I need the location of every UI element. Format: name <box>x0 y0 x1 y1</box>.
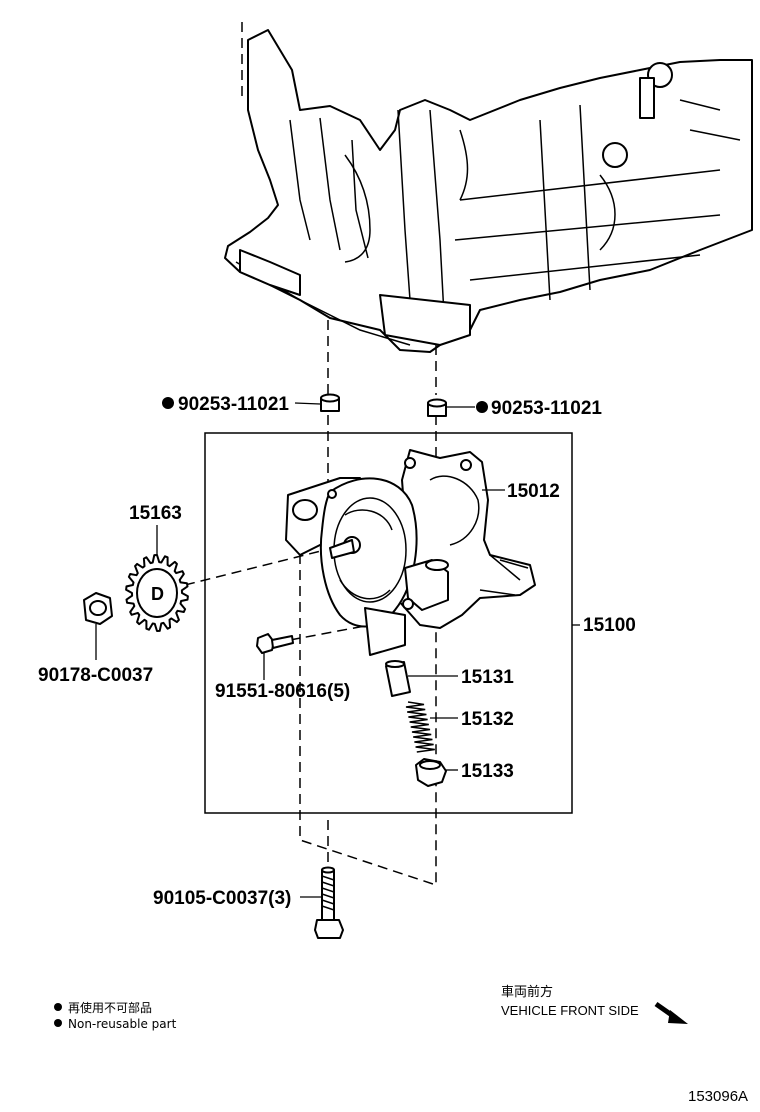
legend-label-jp: 再使用不可部品 <box>68 1000 152 1015</box>
part-label-15100: 15100 <box>583 615 636 636</box>
long-bolt-illustration <box>314 866 344 939</box>
diagram-code: 153096A <box>688 1088 748 1105</box>
non-reusable-marker-2 <box>476 401 488 413</box>
part-label-15133: 15133 <box>461 761 514 782</box>
assembly-box <box>204 432 573 814</box>
relief-valve-illustration <box>385 660 447 787</box>
flange-nut-illustration <box>83 592 113 625</box>
legend-bullet-icon <box>54 1019 62 1027</box>
direction-arrowhead-icon <box>668 1010 688 1024</box>
part-label-90178: 90178-C0037 <box>38 665 153 686</box>
small-bolt-illustration <box>256 633 294 654</box>
sprocket-gear-illustration: D <box>125 554 189 632</box>
dowel-pin-left <box>320 393 340 412</box>
part-label-15132: 15132 <box>461 709 514 730</box>
part-label-15163: 15163 <box>129 503 182 524</box>
part-label-90105: 90105-C0037(3) <box>153 888 291 909</box>
dowel-pin-right <box>427 398 447 417</box>
leader-lines <box>95 402 580 898</box>
direction-label-en: VEHICLE FRONT SIDE <box>501 1003 639 1018</box>
oil-pump-assembly-illustration <box>285 449 536 656</box>
part-label-15131: 15131 <box>461 667 514 688</box>
legend-label-en: Non-reusable part <box>68 1017 177 1031</box>
direction-indicator: 車両前方 VEHICLE FRONT SIDE <box>501 984 688 1024</box>
direction-label-jp: 車両前方 <box>501 984 553 999</box>
legend: 再使用不可部品 Non-reusable part <box>54 1000 177 1031</box>
part-label-90253-left: 90253-11021 <box>178 394 289 415</box>
part-label-90253-right: 90253-11021 <box>491 398 602 419</box>
legend-bullet-icon <box>54 1003 62 1011</box>
part-label-15012: 15012 <box>507 481 560 502</box>
part-label-91551: 91551-80616(5) <box>215 681 350 702</box>
non-reusable-marker-1 <box>162 397 174 409</box>
engine-block-illustration <box>224 22 753 353</box>
gear-mark: D <box>151 584 164 604</box>
